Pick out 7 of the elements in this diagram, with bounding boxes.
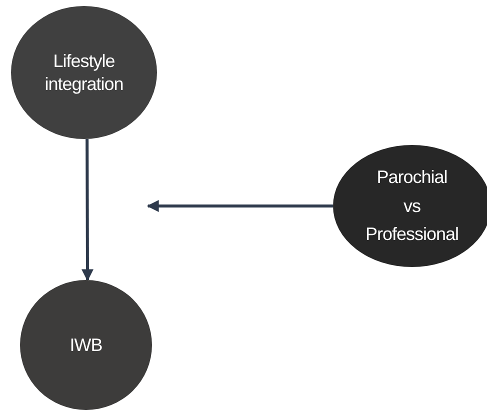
node-label: Professional [365,223,459,246]
node-label: Lifestyle integration [44,50,124,95]
node-label: IWB [70,334,102,356]
node-label: vs [404,194,420,218]
arrow [146,200,333,212]
node-label: Parochial [376,166,448,189]
arrow [82,138,94,282]
